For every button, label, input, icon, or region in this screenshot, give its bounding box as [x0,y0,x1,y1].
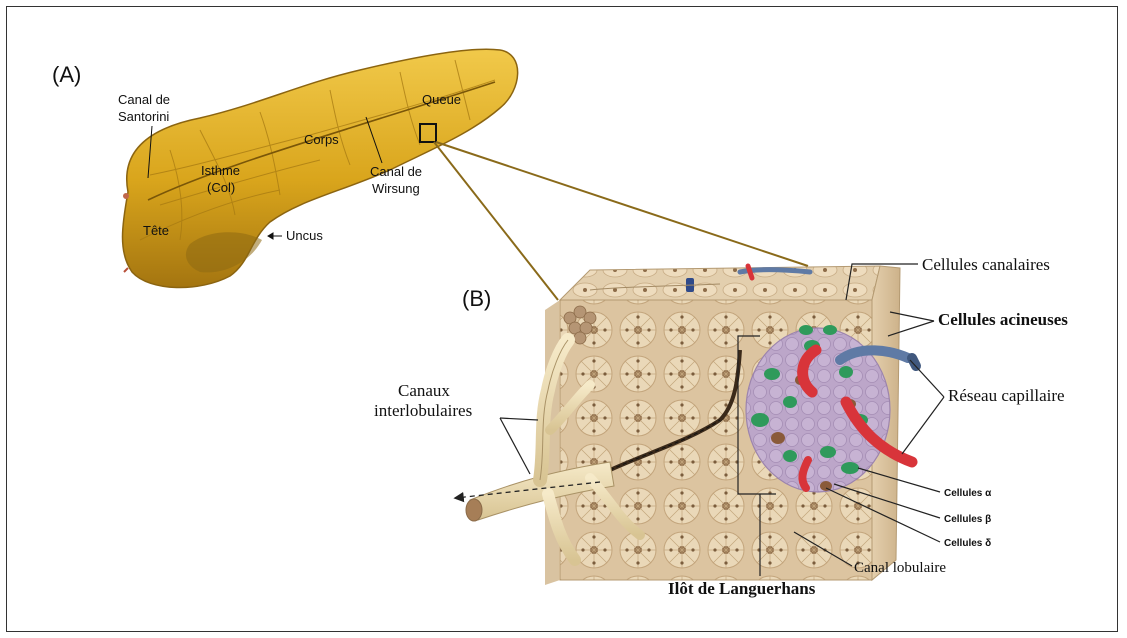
label-cellules-beta: Cellules β [944,514,991,525]
label-cellules-delta: Cellules δ [944,538,991,549]
label-ilot-langerhans: Ilôt de Languerhans [668,579,816,598]
label-canal-lobulaire: Canal lobulaire [854,560,946,576]
label-canal-santorini-line2: Santorini [118,109,169,124]
label-queue: Queue [422,92,461,107]
panel-b-letter: (B) [462,286,491,311]
label-uncus: Uncus [286,228,323,243]
label-canaux-line2: interlobulaires [374,401,472,420]
label-tete: Tête [143,223,169,238]
label-cellules-alpha: Cellules α [944,488,992,499]
label-wirsung-line2: Wirsung [372,181,420,196]
panel-a-letter: (A) [52,62,81,87]
label-col: (Col) [207,180,235,195]
pancreas-organ [123,49,518,287]
label-isthme: Isthme [201,163,240,178]
label-cellules-acineuses: Cellules acineuses [938,310,1068,329]
label-wirsung-line1: Canal de [370,164,422,179]
label-canal-santorini-line1: Canal de [118,92,170,107]
label-corps: Corps [304,132,339,147]
label-cellules-canalaires: Cellules canalaires [922,255,1050,274]
label-canaux-line1: Canaux [398,381,450,400]
label-reseau-capillaire: Réseau capillaire [948,386,1065,405]
